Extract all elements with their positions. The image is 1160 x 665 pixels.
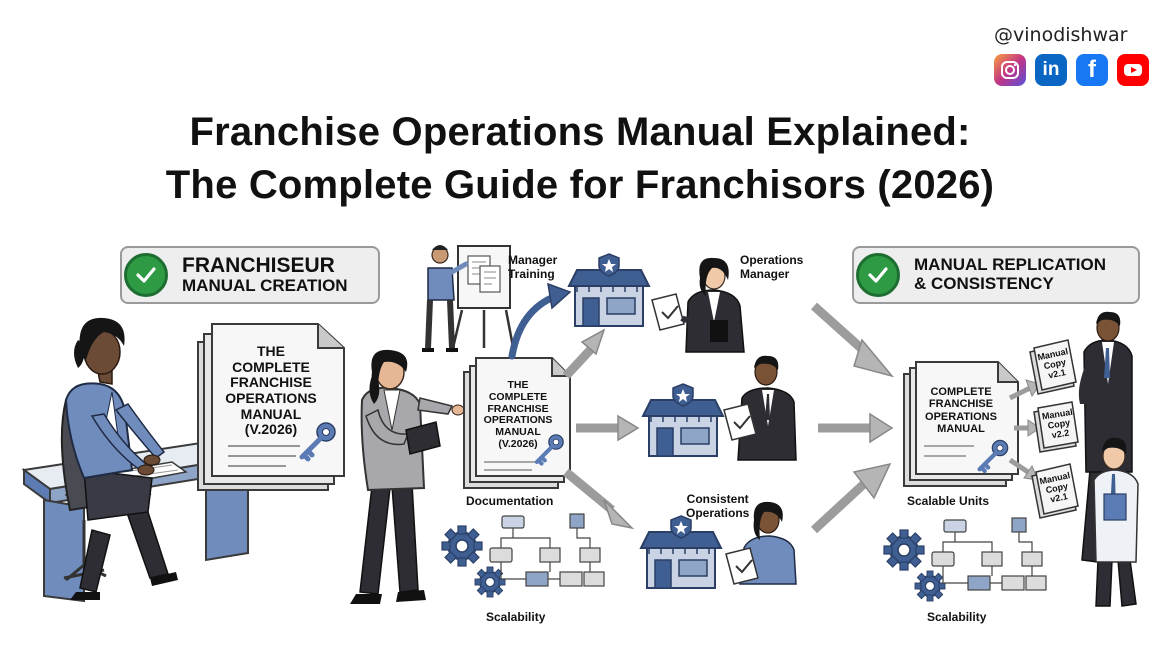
woman-at-desk xyxy=(64,317,178,600)
banner-title: FRANCHISEUR xyxy=(182,254,335,278)
check-icon xyxy=(124,253,168,297)
label-scalable-units: Scalable Units xyxy=(907,494,990,508)
trainer-man xyxy=(422,245,469,352)
center-manual-document xyxy=(463,357,571,489)
author-handle: @vinodishwar xyxy=(994,24,1128,46)
banner-replication-consistency: MANUAL REPLICATION & CONSISTENCY xyxy=(852,246,1140,304)
label-consistent-operations: Consistent Operations xyxy=(686,492,750,520)
banner-title: MANUAL REPLICATION xyxy=(914,255,1107,275)
facebook-icon[interactable]: f xyxy=(1076,54,1108,86)
label-scalability-right: Scalability xyxy=(927,610,987,624)
label-documentation: Documentation xyxy=(466,494,554,508)
instagram-icon[interactable] xyxy=(994,54,1026,86)
presenter-woman xyxy=(350,349,465,604)
right-manual-title: COMPLETE FRANCHISE OPERATIONS MANUAL xyxy=(925,386,997,435)
franchisee-woman xyxy=(725,501,797,585)
banner-manual-creation: FRANCHISEUR MANUAL CREATION xyxy=(120,246,380,304)
manual-copy-3 xyxy=(1031,463,1079,519)
left-manual-document xyxy=(197,323,345,491)
flipchart-illustration xyxy=(450,245,516,353)
banner-subtitle: & CONSISTENCY xyxy=(914,274,1054,293)
center-manual-title: THE COMPLETE FRANCHISE OPERATIONS MANUAL… xyxy=(483,379,553,450)
banner-subtitle: MANUAL CREATION xyxy=(182,276,348,296)
page-title-line-2: The Complete Guide for Franchisors (2026… xyxy=(165,163,995,207)
left-manual-title: THE COMPLETE FRANCHISE OPERATIONS MANUAL… xyxy=(225,343,317,438)
operations-manager-person xyxy=(651,257,745,353)
page-title-line-1: Franchise Operations Manual Explained: xyxy=(189,110,971,154)
franchisee-man xyxy=(723,355,797,461)
label-operations-manager: Operations Manager xyxy=(740,253,804,281)
right-arrows xyxy=(810,302,876,534)
label-manager-training: Manager Training xyxy=(508,253,558,281)
manual-copy-2 xyxy=(1033,401,1079,453)
center-arrows xyxy=(562,344,620,514)
right-man-light-shirt xyxy=(1093,437,1139,607)
manual-copy-1 xyxy=(1029,339,1077,395)
check-icon xyxy=(856,253,900,297)
linkedin-icon[interactable]: in xyxy=(1035,54,1067,86)
label-scalability-center: Scalability xyxy=(486,610,546,624)
youtube-icon[interactable] xyxy=(1117,54,1149,86)
right-manual-document xyxy=(903,361,1019,487)
